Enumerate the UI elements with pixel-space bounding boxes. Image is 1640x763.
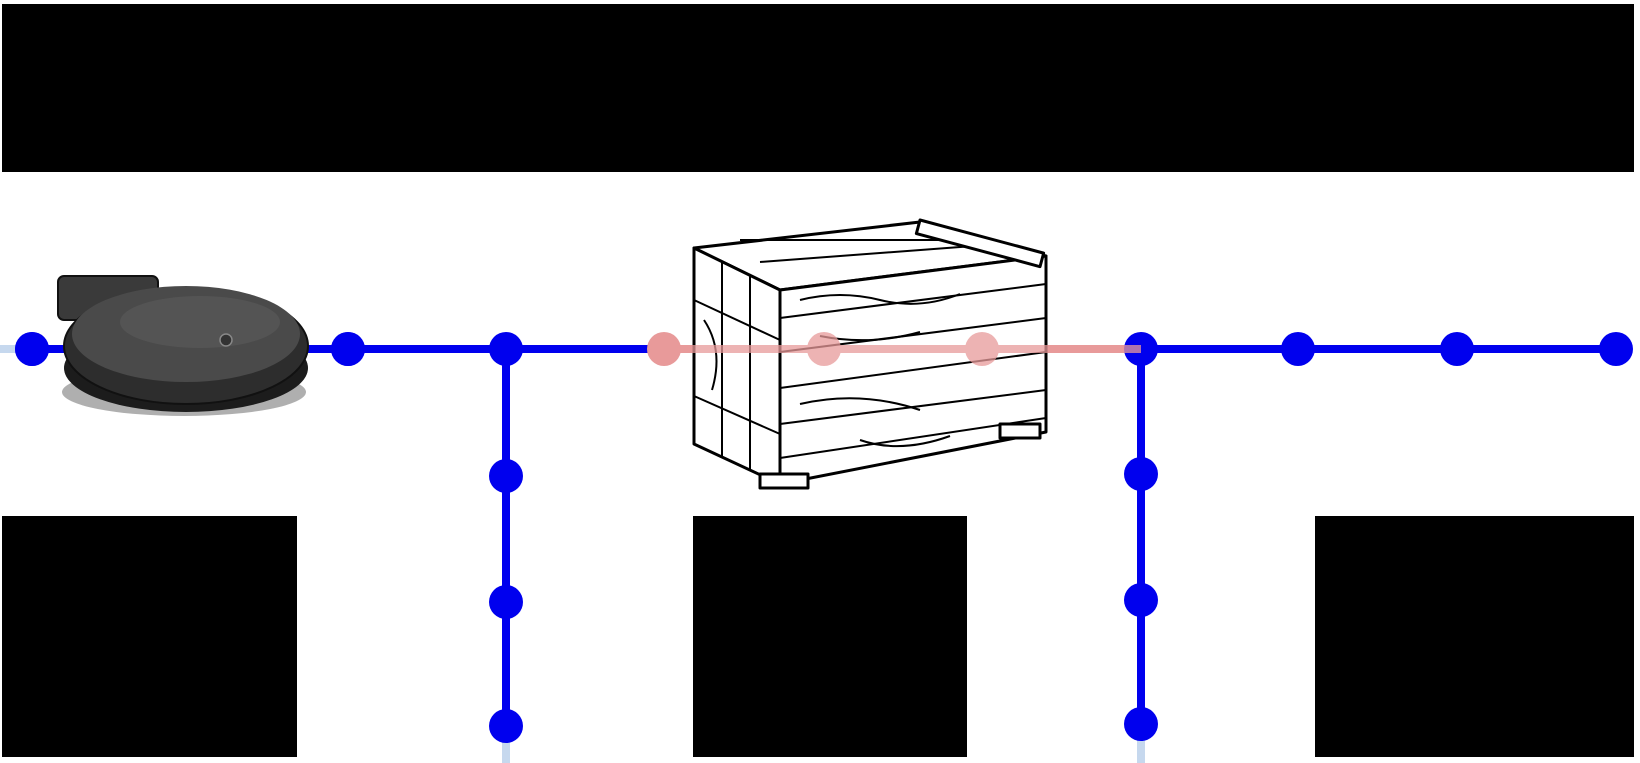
path-node-active [489, 332, 523, 366]
robot-top-sheen [120, 296, 280, 348]
path-node-active [1124, 457, 1158, 491]
path-node-active [489, 459, 523, 493]
blocked-node-overlay [965, 332, 999, 366]
wooden-crate-icon [692, 218, 1048, 490]
path-node-active [489, 709, 523, 743]
obstacles [2, 4, 1634, 757]
obstacle-bottom-left [2, 516, 297, 757]
path-node-active [331, 332, 365, 366]
crate-lid-rail [914, 218, 1046, 269]
path-node-active [1124, 707, 1158, 741]
robot-vacuum-icon [57, 275, 309, 416]
obstacle-top-wall [2, 4, 1634, 172]
path-node-active [15, 332, 49, 366]
path-node-active [489, 585, 523, 619]
path-node-active [1599, 332, 1633, 366]
blocked-path-overlay [664, 332, 1141, 366]
path-node-active [1124, 583, 1158, 617]
obstacle-bottom-center [693, 516, 967, 757]
path-node-active [1440, 332, 1474, 366]
crate-side [692, 246, 782, 486]
robot-button [219, 333, 233, 347]
blocked-node-overlay [807, 332, 841, 366]
crate-foot [758, 472, 810, 490]
crate-foot-right [998, 422, 1042, 440]
path-node-active [1281, 332, 1315, 366]
obstacle-bottom-right [1315, 516, 1634, 757]
